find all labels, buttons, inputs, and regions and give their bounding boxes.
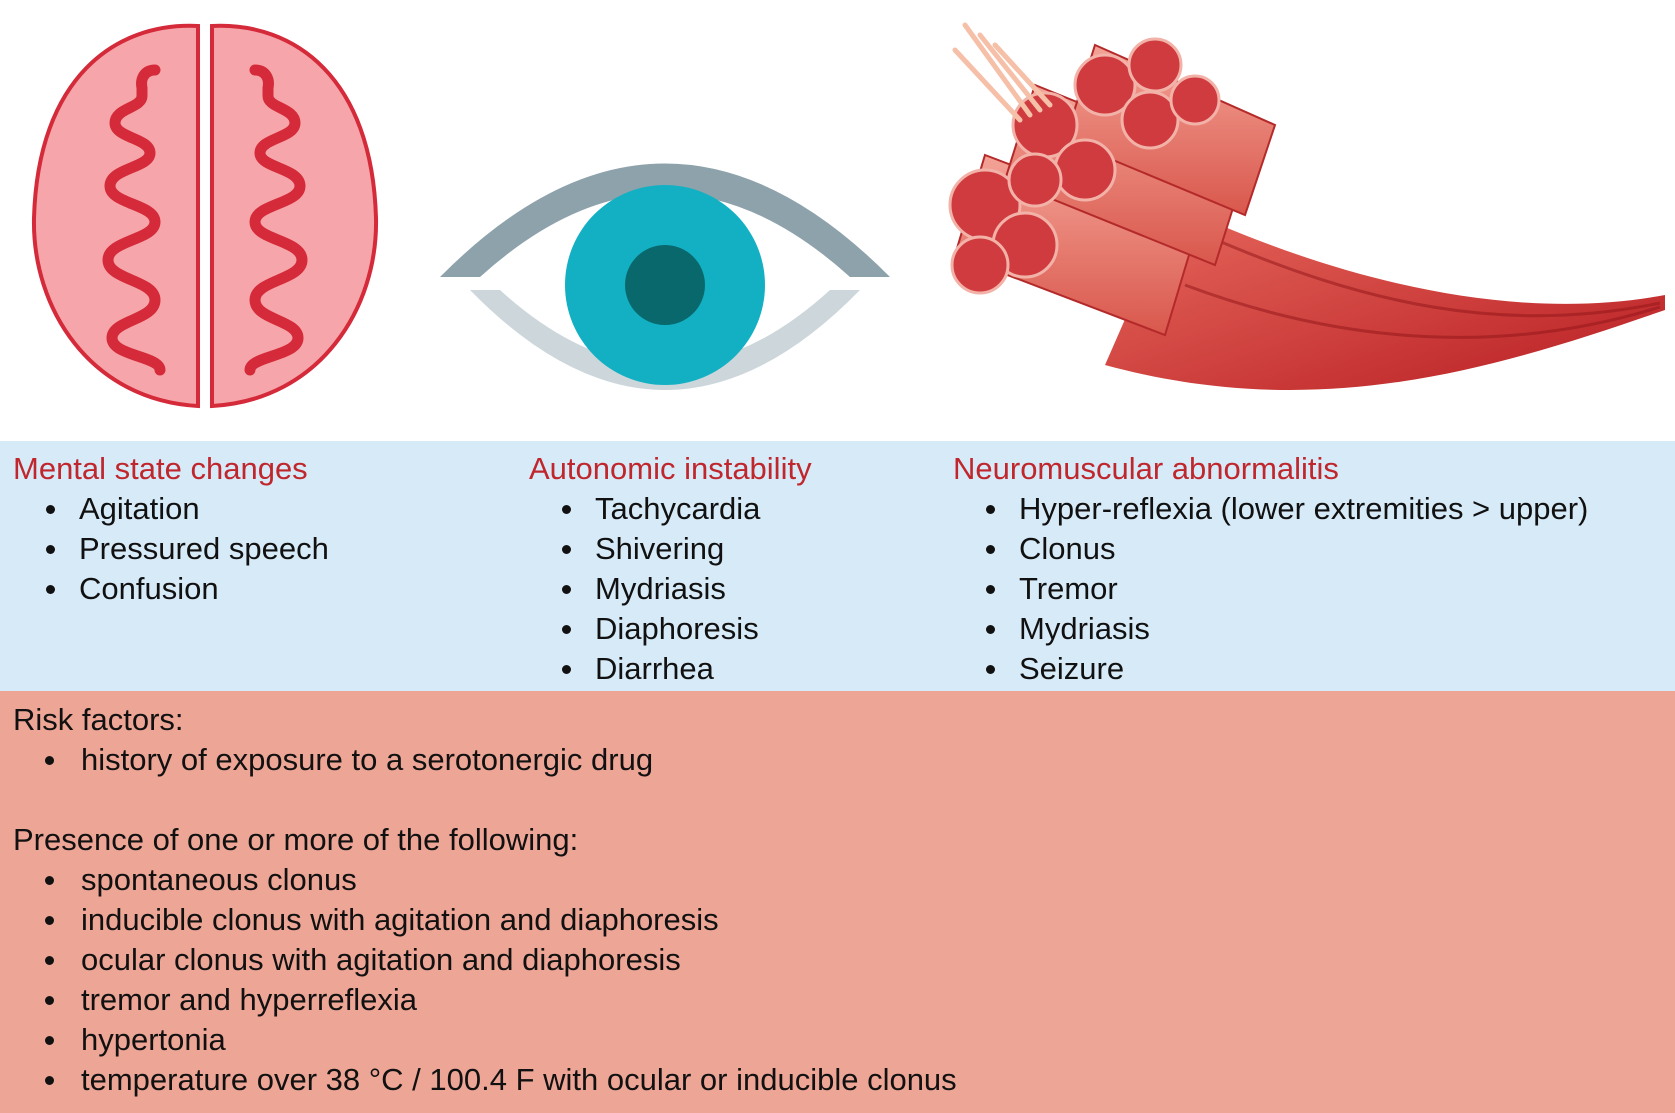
risk-factors: Risk factors: history of exposure to a s…	[13, 700, 653, 780]
symptom-group-title: Autonomic instability	[529, 451, 812, 486]
risk-factors-title: Risk factors:	[13, 702, 184, 737]
criteria-title: Presence of one or more of the following…	[13, 822, 579, 857]
risk-list: history of exposure to a serotonergic dr…	[13, 740, 653, 780]
symptom-group-title: Neuromuscular abnormalitis	[953, 451, 1339, 486]
list-item: Hyper-reflexia (lower extremities > uppe…	[953, 489, 1588, 529]
criteria-list: spontaneous clonus inducible clonus with…	[13, 860, 957, 1100]
list-item: Shivering	[529, 529, 812, 569]
list-item: Confusion	[13, 569, 329, 609]
list-item: inducible clonus with agitation and diap…	[13, 900, 957, 940]
list-item: spontaneous clonus	[13, 860, 957, 900]
list-item: Tremor	[953, 569, 1588, 609]
symptom-list: Hyper-reflexia (lower extremities > uppe…	[953, 489, 1588, 689]
symptom-group-neuromuscular: Neuromuscular abnormalitis Hyper-reflexi…	[953, 449, 1588, 689]
list-item: ocular clonus with agitation and diaphor…	[13, 940, 957, 980]
list-item: Mydriasis	[529, 569, 812, 609]
list-item: temperature over 38 °C / 100.4 F with oc…	[13, 1060, 957, 1100]
list-item: hypertonia	[13, 1020, 957, 1060]
brain-icon	[31, 23, 379, 409]
symptom-group-autonomic: Autonomic instability Tachycardia Shiver…	[529, 449, 812, 689]
symptom-list: Agitation Pressured speech Confusion	[13, 489, 329, 609]
symptom-group-mental: Mental state changes Agitation Pressured…	[13, 449, 329, 609]
list-item: history of exposure to a serotonergic dr…	[13, 740, 653, 780]
list-item: Pressured speech	[13, 529, 329, 569]
symptoms-panel: Mental state changes Agitation Pressured…	[0, 441, 1675, 691]
list-item: Tachycardia	[529, 489, 812, 529]
criteria-panel: Risk factors: history of exposure to a s…	[0, 691, 1675, 1113]
list-item: Diaphoresis	[529, 609, 812, 649]
eye-icon	[440, 163, 890, 390]
list-item: Diarrhea	[529, 649, 812, 689]
symptom-list: Tachycardia Shivering Mydriasis Diaphore…	[529, 489, 812, 689]
diagnostic-criteria: Presence of one or more of the following…	[13, 820, 957, 1100]
muscle-fiber-icon	[948, 22, 1665, 390]
symptom-group-title: Mental state changes	[13, 451, 308, 486]
list-item: Agitation	[13, 489, 329, 529]
list-item: Mydriasis	[953, 609, 1588, 649]
list-item: Clonus	[953, 529, 1588, 569]
list-item: Seizure	[953, 649, 1588, 689]
list-item: tremor and hyperreflexia	[13, 980, 957, 1020]
icon-row	[0, 0, 1675, 441]
